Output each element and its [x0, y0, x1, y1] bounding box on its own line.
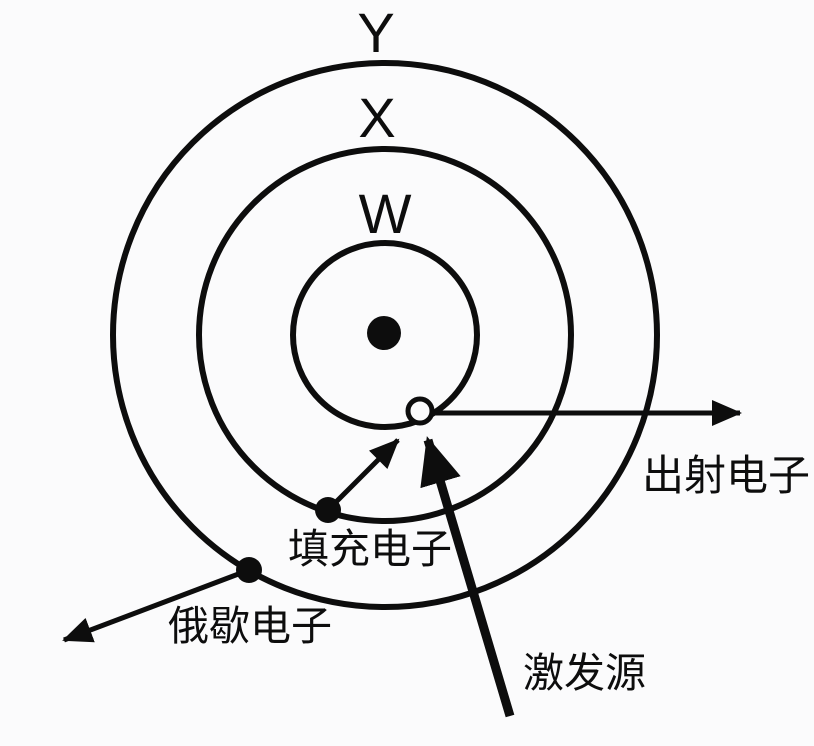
filling-electron-arrow	[326, 438, 400, 512]
shell-x-label: X	[358, 86, 395, 149]
shell-y-label: Y	[357, 1, 394, 64]
emitted-electron-label: 出射电子	[642, 454, 810, 500]
shell-x-orbit	[196, 146, 574, 524]
auger-electron-label: 俄歇电子	[168, 603, 332, 649]
filling-electron-dot	[315, 497, 341, 523]
shell-w-label: W	[359, 182, 412, 245]
shell-w-orbit	[290, 240, 480, 430]
shell-y-orbit	[110, 60, 660, 610]
filling-electron-label: 填充电子	[288, 526, 452, 572]
nucleus-dot	[367, 316, 401, 350]
vacancy-circle	[405, 396, 435, 426]
excitation-source-label: 激发源	[523, 650, 646, 696]
auger-electron-dot	[236, 557, 262, 583]
excitation-source-arrow	[420, 436, 515, 718]
auger-electron-arrow	[62, 567, 250, 643]
